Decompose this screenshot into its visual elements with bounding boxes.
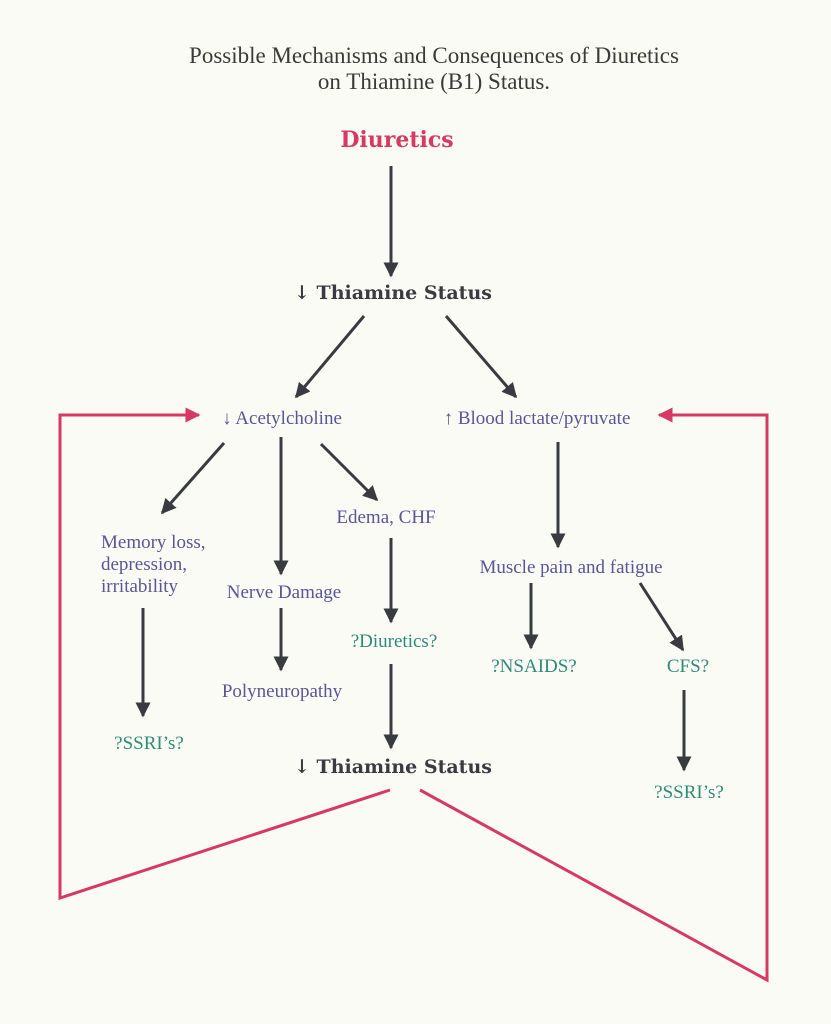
arrow-acetylcholine-to-edema bbox=[319, 442, 379, 502]
arrow-muscle-pain-to-cfs bbox=[638, 582, 685, 652]
node-nsaids-question: ?NSAIDS? bbox=[491, 656, 577, 677]
node-muscle-pain: Muscle pain and fatigue bbox=[479, 557, 663, 578]
node-ssris-right: ?SSRI’s? bbox=[654, 782, 724, 803]
node-blood-lactate: ↑ Blood lactate/pyruvate bbox=[443, 408, 631, 429]
node-thiamine-status-top: ↓ Thiamine Status bbox=[294, 282, 492, 304]
node-acetylcholine: ↓ Acetylcholine bbox=[222, 408, 342, 429]
node-polyneuropathy: Polyneuropathy bbox=[221, 681, 343, 702]
arrow-thiamine-to-acetylcholine bbox=[294, 315, 366, 399]
node-nerve-damage: Nerve Damage bbox=[226, 582, 342, 603]
memory-loss-line-1: Memory loss, bbox=[101, 532, 206, 553]
node-ssris-left: ?SSRI’s? bbox=[114, 733, 184, 754]
node-memory-loss: Memory loss, depression, irritability bbox=[101, 532, 206, 598]
memory-loss-line-2: depression, bbox=[101, 553, 188, 575]
diagram-title: Possible Mechanisms and Consequences of … bbox=[189, 43, 679, 96]
title-line-1: Possible Mechanisms and Consequences of … bbox=[189, 43, 679, 68]
node-cfs-question: CFS? bbox=[666, 656, 710, 677]
node-thiamine-status-bottom: ↓ Thiamine Status bbox=[294, 756, 492, 778]
arrow-thiamine-to-blood-lactate bbox=[444, 315, 518, 399]
feedback-loop-right bbox=[419, 407, 769, 983]
memory-loss-line-3: irritability bbox=[101, 575, 179, 597]
node-diuretics: Diuretics bbox=[340, 127, 454, 153]
feedback-loop-left bbox=[58, 407, 391, 901]
title-line-2: on Thiamine (B1) Status. bbox=[317, 69, 551, 95]
node-edema-chf: Edema, CHF bbox=[336, 507, 436, 528]
arrow-acetylcholine-to-memory-loss bbox=[160, 442, 226, 515]
node-diuretics-question: ?Diuretics? bbox=[350, 631, 438, 652]
